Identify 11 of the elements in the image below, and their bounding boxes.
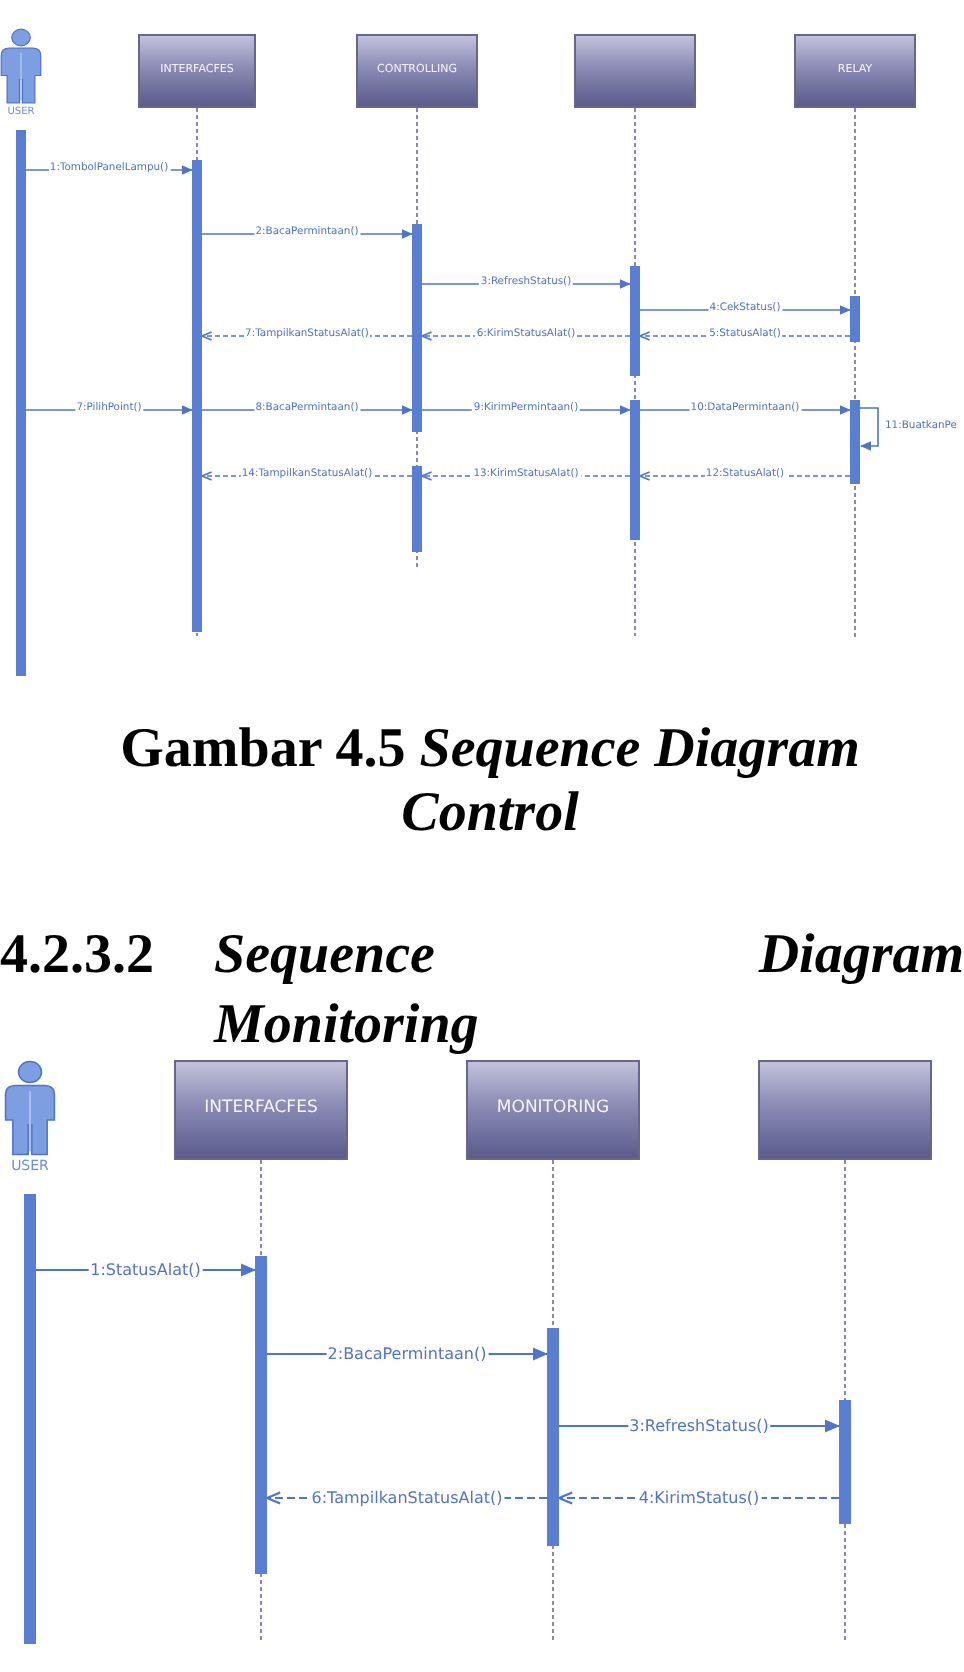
section-number: 4.2.3.2 [0,922,154,990]
self-message-arrow [859,407,879,451]
message-label: 2:BacaPermintaan() [325,1344,489,1364]
message-label: 1:StatusAlat() [88,1260,203,1280]
section-heading: Sequence Diagram Monitoring [214,922,964,1060]
lifeline-header: MONITORING [466,1060,640,1160]
message-label: 4:KirimStatus() [636,1488,762,1508]
message-label: 3:RefreshStatus() [627,1416,771,1436]
lifeline-header: INTERFACFES [174,1060,348,1160]
figure-caption: Gambar 4.5 Sequence Diagram Control [118,718,862,846]
message-label: 6:TampilkanStatusAlat() [309,1488,505,1508]
